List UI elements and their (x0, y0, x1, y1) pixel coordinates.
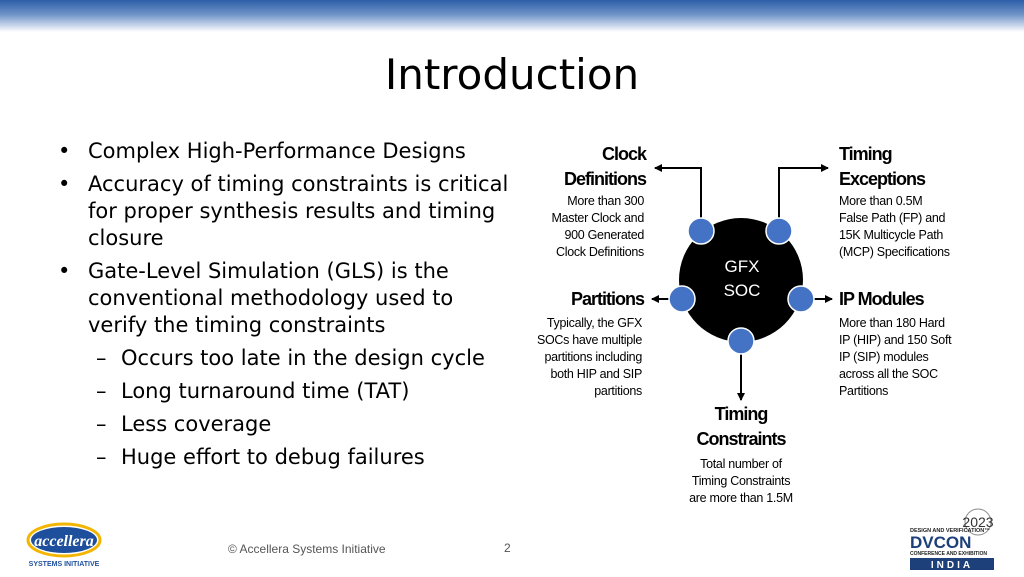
sub-bullet-text: Less coverage (121, 412, 272, 436)
desc-line: partitions including (544, 350, 642, 364)
desc-line: across all the SOC (839, 367, 938, 381)
ip-modules-title: IP Modules (839, 287, 925, 312)
partitions-desc: Typically, the GFX SOCs have multiple pa… (537, 315, 642, 400)
constraints-title-line-1: Timing (714, 404, 769, 424)
bullet-item: •Gate-Level Simulation (GLS) is the conv… (58, 259, 454, 337)
timing-exceptions-desc: More than 0.5M False Path (FP) and 15K M… (839, 193, 950, 261)
bullet-item: •Accuracy of timing constraints is criti… (58, 172, 509, 250)
top-gradient-band (0, 0, 1024, 32)
desc-line: 900 Generated (564, 228, 645, 242)
timing-exceptions-title: Timing Exceptions (839, 142, 926, 192)
desc-line: Timing Constraints (691, 474, 791, 488)
node-ip (787, 285, 815, 313)
node-clock (687, 217, 715, 245)
sub-bullet-text: Long turnaround time (TAT) (121, 379, 410, 403)
node-constraints (727, 327, 755, 355)
partitions-title-line-1: Partitions (570, 289, 645, 309)
soc-center-label: GFX SOC (702, 255, 782, 303)
exceptions-title-line-2: Exceptions (839, 169, 926, 189)
constraints-title-line-2: Constraints (696, 429, 786, 449)
center-line-2: SOC (723, 281, 761, 300)
arrow-clock (654, 164, 702, 229)
clock-title-line-2: Definitions (564, 169, 647, 189)
desc-line: Partitions (839, 384, 889, 398)
page-number: 2 (504, 541, 511, 555)
desc-line: More than 180 Hard (839, 316, 945, 330)
sub-bullet-item: –Huge effort to debug failures (96, 445, 425, 469)
desc-line: SOCs have multiple (536, 333, 642, 347)
accellera-logo-tagline: SYSTEMS INITIATIVE (29, 561, 100, 568)
timing-constraints-desc: Total number of Timing Constraints are m… (661, 456, 821, 507)
copyright-text: © Accellera Systems Initiative (228, 542, 386, 556)
partitions-title: Partitions (570, 287, 645, 312)
desc-line: False Path (FP) and (839, 211, 946, 225)
node-exceptions (765, 217, 793, 245)
bullet-text: Accuracy of timing constraints is critic… (88, 172, 509, 250)
dvcon-region: INDIA (931, 560, 973, 571)
exceptions-title-line-1: Timing (839, 144, 893, 164)
dvcon-year: 2023 (962, 514, 993, 530)
sub-bullet-text: Huge effort to debug failures (121, 445, 425, 469)
sub-bullet-item: –Long turnaround time (TAT) (96, 379, 410, 403)
clock-title-line-1: Clock (601, 144, 647, 164)
timing-constraints-title: Timing Constraints (661, 402, 821, 452)
clock-definitions-title: Clock Definitions (564, 142, 647, 192)
dvcon-line1: DESIGN AND VERIFICATION™ (910, 528, 990, 534)
desc-line: IP (HIP) and 150 Soft (839, 333, 952, 347)
desc-line: Total number of (700, 457, 782, 471)
accellera-logo-text: accellera (34, 533, 94, 550)
ip-modules-desc: More than 180 Hard IP (HIP) and 150 Soft… (839, 315, 952, 400)
desc-line: 15K Multicycle Path (839, 228, 944, 242)
desc-line: Clock Definitions (556, 245, 644, 259)
dvcon-brand: DVCON (910, 533, 971, 552)
desc-line: Typically, the GFX (546, 316, 642, 330)
sub-bullet-text: Occurs too late in the design cycle (121, 346, 485, 370)
bullet-text: Complex High-Performance Designs (88, 139, 466, 163)
desc-line: are more than 1.5M (689, 491, 793, 505)
ip-title-line-1: IP Modules (839, 289, 925, 309)
desc-line: More than 300 (567, 194, 644, 208)
node-partitions (668, 285, 696, 313)
sub-bullet-item: –Occurs too late in the design cycle (96, 346, 485, 370)
desc-line: both HIP and SIP (550, 367, 642, 381)
bullet-list: •Complex High-Performance Designs •Accur… (58, 138, 518, 477)
bullet-item: •Complex High-Performance Designs (58, 139, 466, 163)
sub-bullet-item: –Less coverage (96, 412, 272, 436)
center-line-1: GFX (724, 257, 760, 276)
desc-line: Master Clock and (551, 211, 645, 225)
desc-line: partitions (594, 384, 642, 398)
desc-line: (MCP) Specifications (839, 245, 950, 259)
bullet-text: Gate-Level Simulation (GLS) is the conve… (88, 259, 454, 337)
dvcon-india-logo: 2023 DESIGN AND VERIFICATION™ DVCON CONF… (908, 508, 1012, 572)
slide-title: Introduction (384, 50, 640, 99)
desc-line: More than 0.5M (839, 194, 923, 208)
clock-definitions-desc: More than 300 Master Clock and 900 Gener… (551, 193, 645, 261)
arrow-exceptions (778, 164, 829, 229)
dvcon-line2: CONFERENCE AND EXHIBITION (910, 551, 987, 557)
accellera-logo: accellera SYSTEMS INITIATIVE (26, 522, 106, 570)
desc-line: IP (SIP) modules (839, 350, 929, 364)
